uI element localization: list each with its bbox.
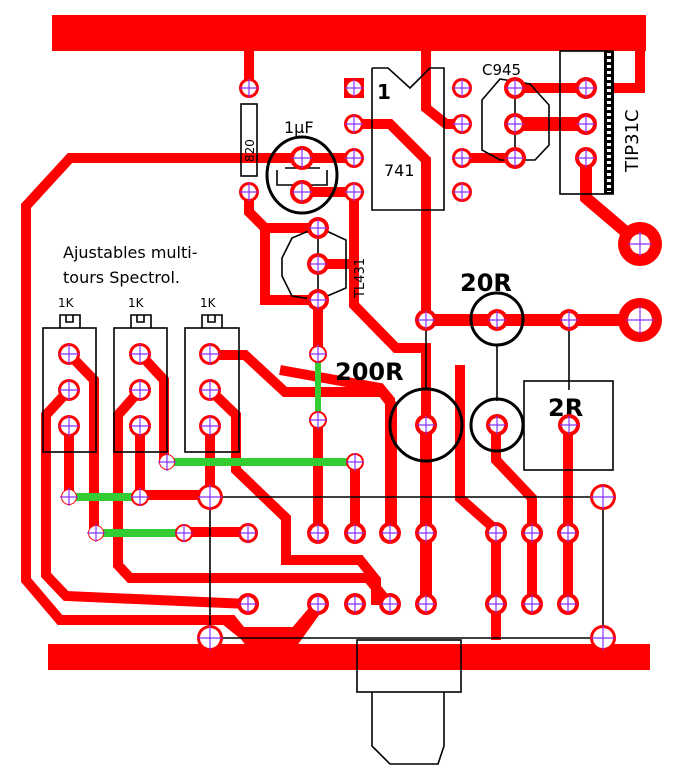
- connector-wire: [209, 496, 604, 639]
- trace: [136, 350, 169, 462]
- tip31c-label: TIP31C: [622, 109, 643, 173]
- trace: [260, 228, 318, 305]
- copper-traces: [21, 15, 650, 670]
- trimmer-3-screw: [201, 314, 223, 328]
- power-connector-plug: [371, 692, 445, 765]
- trace: [491, 425, 537, 605]
- trimmer-1-outline: [42, 327, 97, 453]
- trimmer-3-outline: [184, 327, 240, 453]
- tl431-label: TL431: [353, 258, 368, 299]
- jumper-wires: [69, 354, 355, 537]
- trace: [206, 386, 381, 605]
- opamp-pin1-marker: 1: [377, 80, 391, 104]
- r20-outline-2: [469, 397, 525, 453]
- trimmer-3-screw: [207, 315, 216, 323]
- power-connector-body: [356, 639, 462, 693]
- silkscreen: 820 1µF 1 741 C945 TIP31C TL431 1K 1K: [42, 50, 643, 765]
- opamp-outline: [371, 67, 445, 211]
- trimmer-2-screw: [136, 315, 145, 323]
- trimmer-2-outline: [113, 327, 168, 453]
- capacitor-outline: [265, 135, 339, 215]
- resistor-820-label: 820: [243, 139, 257, 162]
- r20-label: 20R: [460, 269, 512, 297]
- trimmer-1-label: 1K: [58, 296, 75, 310]
- resistor-820-outline: [240, 103, 258, 177]
- trimmer-1-screw: [59, 314, 81, 328]
- note-line-2: tours Spectrol.: [63, 268, 180, 287]
- opamp-label: 741: [384, 161, 415, 180]
- trace: [41, 386, 249, 609]
- trace: [221, 601, 322, 637]
- note-line-1: Ajustables multi-: [63, 243, 197, 262]
- trimmer-2-screw: [130, 314, 152, 328]
- trimmer-3-label: 1K: [200, 296, 217, 310]
- tip31c-heatsink-tab: [604, 51, 614, 194]
- trace: [612, 33, 645, 93]
- pads: [58, 77, 662, 651]
- c945-label: C945: [482, 61, 521, 79]
- trimmer-2-label: 1K: [128, 296, 145, 310]
- capacitor-label: 1µF: [284, 118, 314, 137]
- r200-label: 200R: [335, 358, 404, 386]
- trace: [65, 350, 99, 530]
- trace: [21, 153, 323, 645]
- trace: [580, 158, 644, 249]
- c945-outline: [481, 78, 550, 161]
- trimmer-1-screw: [65, 315, 74, 323]
